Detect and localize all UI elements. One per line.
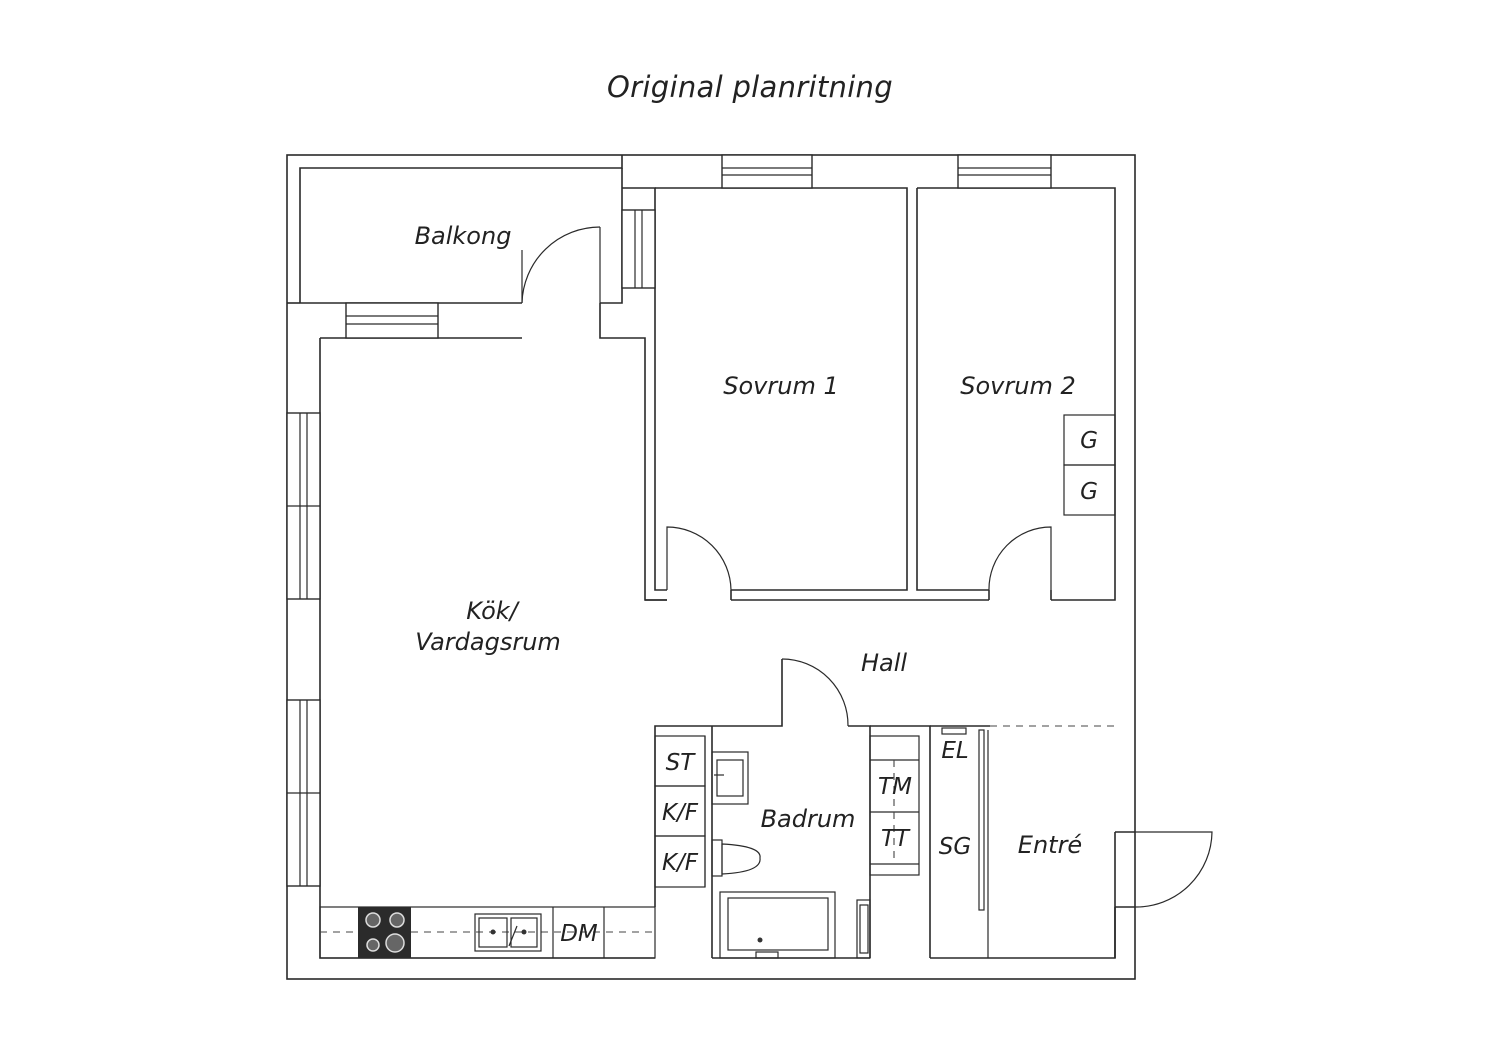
label-bedroom-1: Sovrum 1	[723, 372, 838, 400]
label-dryer: TT	[881, 826, 911, 852]
label-fridge-freezer-2: K/F	[662, 850, 699, 876]
label-wardrobe-2: G	[1080, 479, 1098, 505]
window-bedroom-2	[957, 154, 1052, 189]
front-door	[1134, 831, 1213, 908]
fixture-labels: G G ST K/F K/F DM EL TM TT SG	[560, 428, 1098, 947]
toilet-icon	[711, 839, 761, 877]
room-labels: Balkong Sovrum 1 Sovrum 2 Kök/ Vardagsru…	[415, 222, 1083, 859]
label-electrical: EL	[941, 738, 968, 764]
windows	[286, 154, 1052, 887]
kitchen-living-walls	[287, 302, 667, 601]
outer-walls	[286, 154, 1136, 980]
electrical-panel	[941, 727, 967, 735]
stove-icon	[358, 907, 411, 958]
window-kitchen-top	[345, 302, 439, 339]
label-bedroom-2: Sovrum 2	[960, 372, 1075, 400]
label-sliding-wardrobe: SG	[939, 834, 971, 860]
label-bathroom: Badrum	[761, 805, 856, 833]
label-dishwasher: DM	[560, 921, 598, 947]
label-kitchen-line-1: Kök/	[466, 597, 520, 625]
label-kitchen-line-2: Vardagsrum	[415, 628, 561, 656]
bathroom-walls	[711, 658, 871, 959]
label-entrance: Entré	[1018, 831, 1082, 859]
label-fridge-freezer-1: K/F	[662, 800, 699, 826]
label-balcony: Balkong	[415, 222, 512, 250]
window-balcony-side	[621, 209, 656, 289]
bathtub-icon	[719, 891, 836, 959]
basin-icon	[711, 751, 749, 805]
label-hall: Hall	[861, 649, 907, 677]
sliding-wardrobe-door	[978, 729, 985, 911]
label-wardrobe-1: G	[1080, 428, 1098, 454]
label-washer: TM	[878, 774, 912, 800]
laundry-cabinets	[869, 735, 920, 876]
plan-title: Original planritning	[607, 70, 893, 104]
entrance-walls	[870, 725, 1213, 958]
window-bedroom-1	[721, 154, 813, 189]
sink-icon	[474, 913, 542, 952]
kitchen-counter	[319, 906, 656, 959]
label-storage: ST	[666, 750, 697, 776]
wardrobe-box-2	[1063, 464, 1116, 516]
kitchen-cabinets	[654, 725, 712, 907]
